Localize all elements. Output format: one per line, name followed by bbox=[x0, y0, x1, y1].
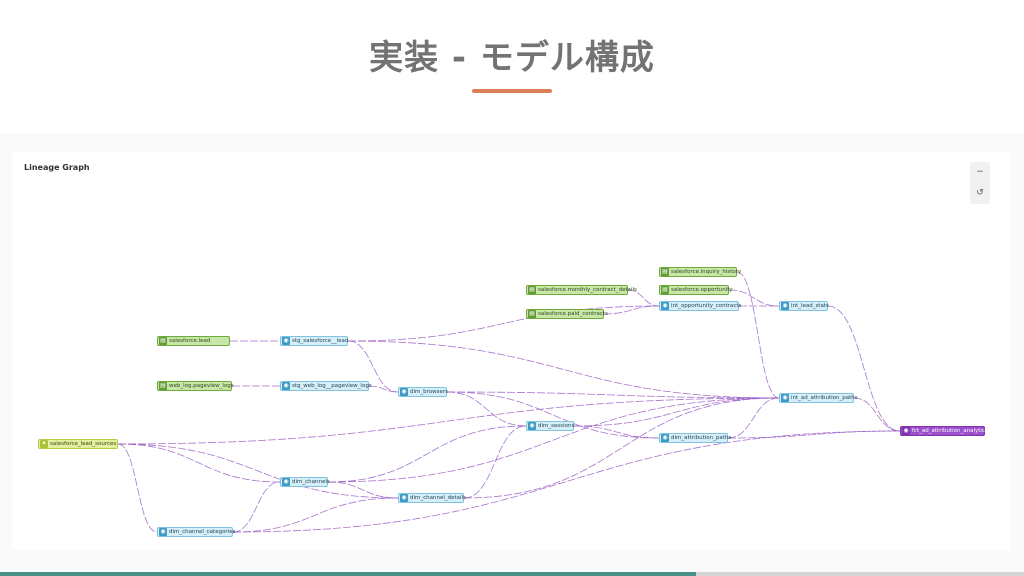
edge-dim-attribution-paths-to-int-ad-attribution-paths bbox=[727, 397, 780, 439]
source-table-icon: ▤ bbox=[528, 310, 536, 318]
node-label: int_opportunity_contracts bbox=[671, 303, 742, 309]
model-icon: ◉ bbox=[282, 382, 290, 390]
edge-dim-channels-to-int-ad-attribution-paths bbox=[327, 397, 780, 483]
lineage-graph-panel: Lineage Graph − ↺ bbox=[12, 152, 1010, 550]
node-salesforce-monthly-contract-details[interactable]: ▤salesforce.monthly_contract_details bbox=[526, 285, 637, 295]
edge-salesforce-paid-contracts-to-int-opportunity-contracts bbox=[603, 305, 660, 315]
graph-controls: − ↺ bbox=[970, 162, 990, 204]
edge-salesforce-lead-sources-to-dim-channels bbox=[117, 443, 281, 483]
node-int-lead-stats[interactable]: ◉int_lead_stats bbox=[779, 301, 829, 311]
edge-stg-salesforce-lead-to-int-ad-attribution-paths bbox=[347, 340, 780, 399]
model-icon: ◉ bbox=[781, 302, 789, 310]
source-table-icon: ▤ bbox=[661, 286, 669, 294]
node-label: fct_ad_attribution_analytics bbox=[912, 428, 988, 434]
node-salesforce-opportunity[interactable]: ▤salesforce.opportunity bbox=[659, 285, 733, 295]
model-icon: ◉ bbox=[400, 388, 408, 396]
node-label: dim_channel_categories bbox=[169, 529, 236, 535]
panel-title: Lineage Graph bbox=[24, 163, 90, 172]
node-stg-salesforce-lead[interactable]: ◉stg_salesforce__lead bbox=[280, 336, 348, 346]
node-label: dim_channels bbox=[292, 479, 330, 485]
model-icon: ◉ bbox=[661, 434, 669, 442]
model-icon: ◉ bbox=[661, 302, 669, 310]
edge-dim-channels-to-dim-channel-details bbox=[327, 481, 399, 499]
node-salesforce-lead[interactable]: ▤salesforce.lead bbox=[157, 336, 230, 346]
slide-progress-fill bbox=[0, 572, 697, 576]
edge-salesforce-lead-sources-to-dim-channel-details bbox=[117, 443, 399, 499]
node-label: dim_attribution_paths bbox=[671, 435, 732, 441]
node-dim-channel-details[interactable]: ◉dim_channel_details bbox=[398, 493, 466, 503]
node-label: salesforce.opportunity bbox=[671, 287, 733, 293]
model-icon: ◉ bbox=[282, 478, 290, 486]
edge-salesforce-monthly-contract-details-to-int-opportunity-contracts bbox=[627, 289, 660, 307]
edge-int-ad-attribution-paths-to-fct-ad-attribution-analytics bbox=[853, 397, 901, 432]
edge-stg-salesforce-lead-to-dim-browsers bbox=[347, 340, 399, 393]
edge-stg-salesforce-lead-to-int-opportunity-contracts bbox=[347, 305, 660, 342]
node-dim-channels[interactable]: ◉dim_channels bbox=[280, 477, 330, 487]
edge-salesforce-opportunity-to-int-lead-stats bbox=[728, 289, 780, 307]
node-fct-ad-attribution-analytics[interactable]: ◉fct_ad_attribution_analytics bbox=[900, 426, 988, 436]
node-dim-browsers[interactable]: ◉dim_browsers bbox=[398, 387, 448, 397]
edge-dim-channel-details-to-int-ad-attribution-paths bbox=[463, 397, 780, 499]
edge-dim-browsers-to-dim-sessions bbox=[446, 391, 527, 427]
node-label: int_ad_attribution_paths bbox=[791, 395, 858, 401]
edge-salesforce-lead-sources-to-dim-channel-categories bbox=[117, 443, 158, 533]
seed-icon: ✦ bbox=[40, 440, 48, 448]
edge-salesforce-inquiry-history-to-int-ad-attribution-paths bbox=[736, 271, 780, 399]
node-label: salesforce.inquiry_history bbox=[671, 269, 742, 275]
edge-int-lead-stats-to-fct-ad-attribution-analytics bbox=[827, 305, 901, 432]
node-web-log-pageview-logs[interactable]: ▤web_log.pageview_logs bbox=[157, 381, 234, 391]
edge-dim-channel-categories-to-dim-channels bbox=[232, 481, 281, 533]
source-table-icon: ▤ bbox=[159, 382, 167, 390]
edge-dim-channel-details-to-dim-sessions bbox=[463, 425, 527, 499]
node-label: dim_browsers bbox=[410, 389, 448, 395]
model-icon: ◉ bbox=[400, 494, 408, 502]
node-label: stg_salesforce__lead bbox=[292, 338, 349, 344]
source-table-icon: ▤ bbox=[159, 337, 167, 345]
model-icon: ◉ bbox=[781, 394, 789, 402]
slide-title: 実装 - モデル構成 bbox=[369, 38, 655, 78]
node-stg-web-log-pageview-logs[interactable]: ◉stg_web_log__pageview_logs bbox=[280, 381, 372, 391]
zoom-out-button[interactable]: − bbox=[976, 167, 984, 177]
node-label: salesforce.monthly_contract_details bbox=[538, 287, 637, 293]
node-dim-sessions[interactable]: ◉dim_sessions bbox=[526, 421, 574, 431]
edge-dim-channels-to-dim-sessions bbox=[327, 425, 527, 483]
edge-dim-attribution-paths-to-fct-ad-attribution-analytics bbox=[727, 430, 901, 439]
edge-dim-sessions-to-dim-attribution-paths bbox=[573, 425, 660, 439]
node-label: web_log.pageview_logs bbox=[169, 383, 234, 389]
title-underline bbox=[472, 89, 552, 93]
node-dim-attribution-paths[interactable]: ◉dim_attribution_paths bbox=[659, 433, 732, 443]
node-int-ad-attribution-paths[interactable]: ◉int_ad_attribution_paths bbox=[779, 393, 858, 403]
model-icon: ◉ bbox=[282, 337, 290, 345]
node-label: dim_channel_details bbox=[410, 495, 466, 501]
reset-view-button[interactable]: ↺ bbox=[976, 188, 984, 198]
node-label: int_lead_stats bbox=[791, 303, 829, 309]
node-label: dim_sessions bbox=[538, 423, 575, 429]
slide-progress-bar bbox=[0, 572, 1024, 576]
node-label: salesforce.lead bbox=[169, 338, 211, 344]
node-label: salesforce.paid_contracts bbox=[538, 311, 608, 317]
node-label: salesforce_lead_sources bbox=[50, 441, 117, 447]
node-dim-channel-categories[interactable]: ◉dim_channel_categories bbox=[157, 527, 236, 537]
model-icon: ◉ bbox=[528, 422, 536, 430]
edge-dim-browsers-to-int-ad-attribution-paths bbox=[446, 391, 780, 399]
node-salesforce-paid-contracts[interactable]: ▤salesforce.paid_contracts bbox=[526, 309, 608, 319]
source-table-icon: ▤ bbox=[528, 286, 536, 294]
source-table-icon: ▤ bbox=[661, 268, 669, 276]
edge-dim-sessions-to-int-ad-attribution-paths bbox=[573, 397, 780, 427]
node-label: stg_web_log__pageview_logs bbox=[292, 383, 372, 389]
node-salesforce-lead-sources[interactable]: ✦salesforce_lead_sources bbox=[38, 439, 118, 449]
edge-dim-channel-categories-to-dim-channel-details bbox=[232, 497, 399, 533]
model-icon: ◉ bbox=[902, 427, 910, 435]
node-salesforce-inquiry-history[interactable]: ▤salesforce.inquiry_history bbox=[659, 267, 741, 277]
model-icon: ◉ bbox=[159, 528, 167, 536]
edge-dim-channel-categories-to-fct-ad-attribution-analytics bbox=[232, 430, 901, 533]
edge-salesforce-lead-sources-to-int-ad-attribution-paths bbox=[117, 397, 780, 445]
edge-dim-browsers-to-dim-attribution-paths bbox=[446, 391, 660, 439]
node-int-opportunity-contracts[interactable]: ◉int_opportunity_contracts bbox=[659, 301, 742, 311]
